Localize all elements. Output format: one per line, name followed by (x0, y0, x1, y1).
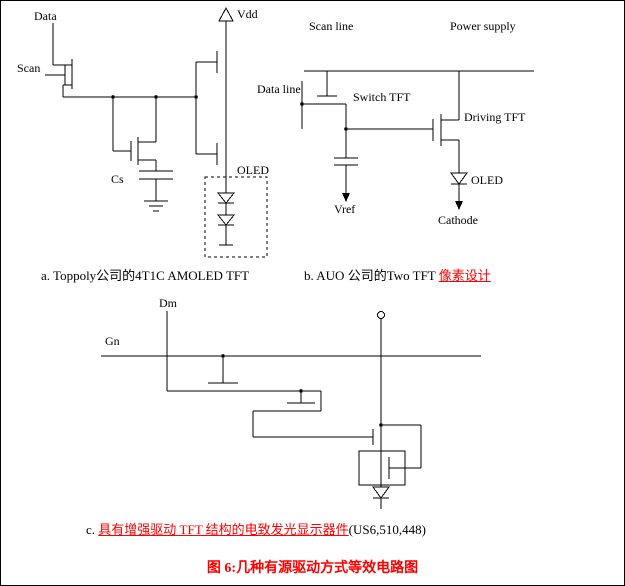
label-data: Data (34, 9, 57, 23)
label-data-line: Data line (257, 82, 301, 96)
label-power-supply: Power supply (450, 19, 516, 33)
supply-terminal-circle (377, 311, 385, 319)
gate-bus-wire (63, 62, 197, 154)
vdd-symbol (218, 6, 234, 22)
label-oled: OLED (237, 163, 269, 177)
label-switch-tft: Switch TFT (353, 90, 411, 104)
tft-symbol-input (167, 356, 321, 392)
label-vref: Vref (334, 202, 355, 216)
caption-a-text: a. Toppoly公司的4T1C AMOLED TFT (41, 268, 250, 283)
label-dm: Dm (159, 296, 178, 310)
tft-symbol-t1 (196, 51, 218, 73)
caption-b-highlight: 像素设计 (438, 268, 491, 283)
caption-c-suffix: (US6,510,448) (348, 522, 426, 537)
ground-symbol (144, 200, 168, 212)
switch-tft-symbol (53, 59, 73, 97)
junction-dots (221, 354, 383, 427)
label-scan-line: Scan line (309, 19, 353, 33)
junction-dots (111, 95, 198, 99)
label-cs: Cs (111, 172, 124, 186)
circuit-c: Dm Gn (101, 296, 481, 509)
driving-tft-symbol (196, 143, 218, 165)
storage-capacitor-symbol (334, 157, 358, 193)
figure-caption: 图 6:几种有源驱动方式等效电路图 (206, 561, 419, 576)
tft-symbol-second (252, 391, 373, 438)
diode-connect-wire (381, 424, 422, 469)
circuit-b: Scan line Power supply Data line Switch … (257, 19, 534, 227)
el-diode-symbol (372, 486, 390, 509)
caption-b: b. AUO 公司的Two TFT 像素设计 (304, 265, 491, 284)
caption-c-highlight: 具有增强驱动 TFT 结构的电致发光显示器件 (98, 522, 349, 537)
oled-diode-symbol (216, 192, 236, 246)
storage-capacitor-symbol (139, 170, 173, 201)
boxed-tft-symbol (358, 450, 406, 486)
label-scan: Scan (17, 61, 40, 75)
label-oled: OLED (471, 173, 503, 187)
label-driving-tft: Driving TFT (464, 110, 526, 124)
oled-diode-symbol (450, 172, 468, 201)
junction-dots (300, 102, 348, 131)
caption-b-text: b. AUO 公司的Two TFT (304, 268, 439, 283)
tft-symbol-t3 (113, 137, 157, 171)
cathode-arrow (455, 201, 463, 210)
label-vdd: Vdd (237, 7, 258, 21)
label-gn: Gn (105, 334, 120, 348)
caption-a: a. Toppoly公司的4T1C AMOLED TFT (41, 265, 249, 284)
caption-c: c. 具有增强驱动 TFT 结构的电致发光显示器件(US6,510,448) (86, 519, 426, 538)
oled-dashed-box (204, 176, 268, 258)
driving-tft-symbol (432, 71, 460, 173)
circuit-a: Data Scan Vdd Cs OLED (17, 6, 269, 258)
label-cathode: Cathode (438, 213, 478, 227)
caption-c-prefix: c. (86, 522, 99, 537)
switch-tft-symbol (302, 71, 347, 158)
vref-arrow (342, 193, 350, 202)
